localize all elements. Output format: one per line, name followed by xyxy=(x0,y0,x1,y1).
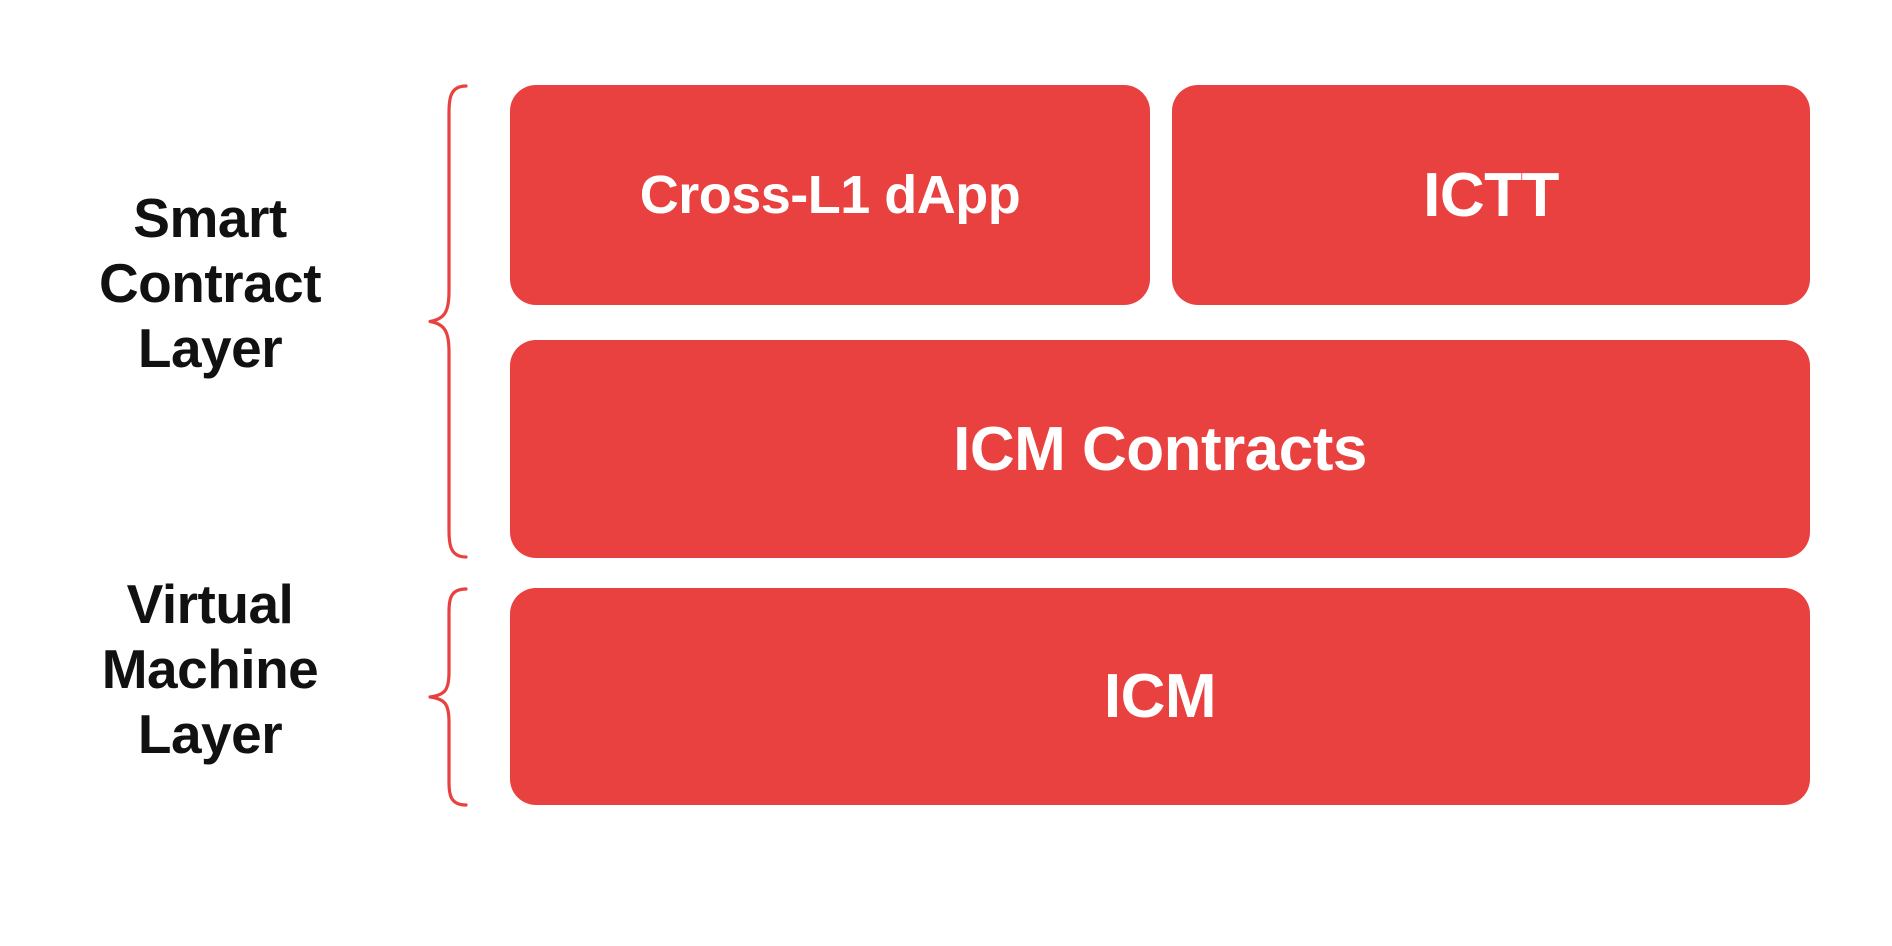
box-label-ictt: ICTT xyxy=(1423,160,1559,230)
box-ictt[interactable]: ICTT xyxy=(1172,85,1810,305)
box-icm[interactable]: ICM xyxy=(510,588,1810,805)
box-icm-contracts[interactable]: ICM Contracts xyxy=(510,340,1810,558)
box-cross-l1-dapp[interactable]: Cross-L1 dApp xyxy=(510,85,1150,305)
box-label-icm: ICM xyxy=(1103,662,1217,731)
box-label-icm-contracts: ICM Contracts xyxy=(953,414,1367,484)
curly-brace-right-icon-virtual-machine-layer xyxy=(428,587,468,807)
group-label-smart-contract-layer: Smart Contract Layer xyxy=(98,187,322,379)
box-label-cross-l1-dapp: Cross-L1 dApp xyxy=(639,165,1021,225)
group-label-virtual-machine-layer: Virtual Machine Layer xyxy=(101,573,319,765)
curly-brace-right-icon-smart-contract-layer xyxy=(428,84,468,559)
